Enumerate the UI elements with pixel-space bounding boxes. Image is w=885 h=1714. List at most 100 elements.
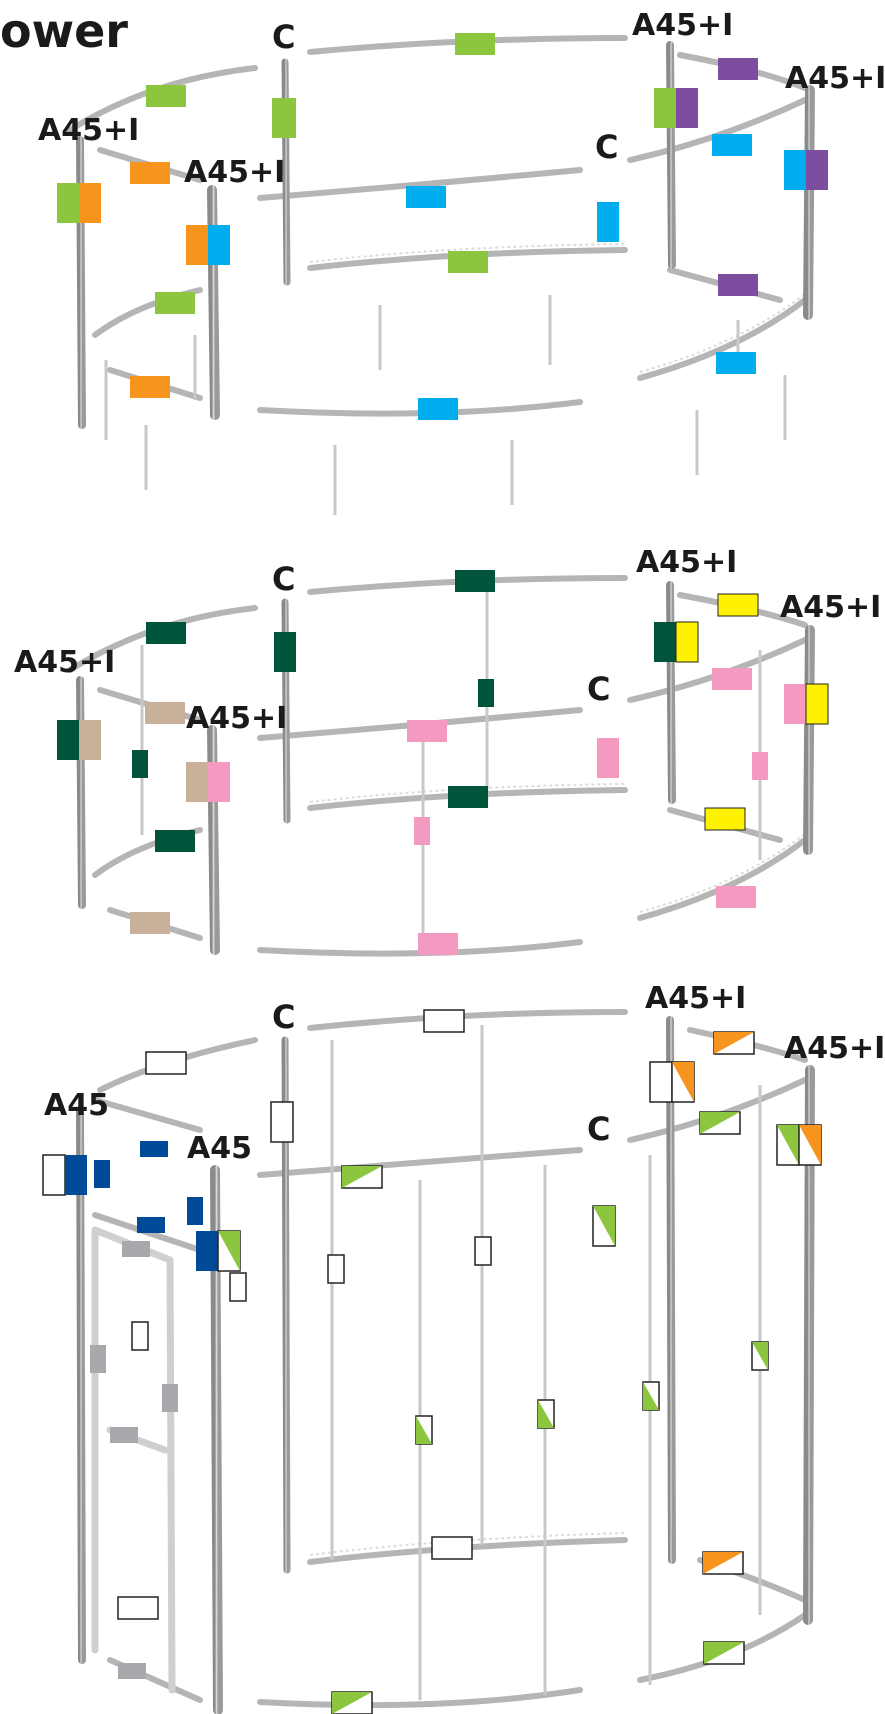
patch-orange — [79, 183, 101, 223]
label-a45i: A45+I — [186, 701, 287, 736]
label-a45i: A45+I — [14, 645, 115, 680]
label-c: C — [272, 560, 295, 598]
patch-blue — [712, 134, 752, 156]
panel-1-patches — [57, 33, 828, 420]
patch-blue — [597, 202, 619, 242]
patch-green — [654, 88, 676, 128]
patch-empty — [270, 1101, 294, 1143]
triangle-green — [700, 1112, 740, 1134]
label-a45: A45 — [44, 1088, 109, 1123]
patch-dark-green — [146, 622, 186, 644]
patch-green — [448, 251, 488, 273]
label-a45i: A45+I — [785, 61, 885, 96]
patch-navy — [137, 1217, 165, 1233]
patch-empty — [649, 1061, 673, 1103]
label-a45i: A45+I — [645, 981, 746, 1016]
patch-gray — [162, 1384, 178, 1412]
label-a45i: A45+I — [632, 8, 733, 43]
triangle-green — [342, 1166, 382, 1188]
patch-pink — [716, 886, 756, 908]
patch-empty — [327, 1254, 345, 1284]
label-c: C — [272, 18, 295, 56]
triangle-orange — [672, 1062, 694, 1102]
patch-orange — [130, 162, 170, 184]
patch-purple — [806, 150, 828, 190]
patch-orange — [130, 376, 170, 398]
label-a45: A45 — [187, 1131, 252, 1166]
patch-empty — [117, 1596, 159, 1620]
triangle-green — [752, 1342, 768, 1370]
triangle-orange — [703, 1552, 743, 1574]
patch-green — [146, 85, 186, 107]
panel-3-patches — [42, 1009, 822, 1714]
patch-yellow — [805, 683, 829, 725]
patch-navy — [140, 1141, 168, 1157]
patch-empty — [474, 1236, 492, 1266]
patch-pink — [407, 720, 447, 742]
patch-empty — [431, 1536, 473, 1560]
patch-dark-green — [274, 632, 296, 672]
patch-pink — [784, 684, 806, 724]
patch-dark-green — [654, 622, 676, 662]
patch-green — [272, 98, 296, 138]
patch-pink — [414, 817, 430, 845]
patch-pink — [597, 738, 619, 778]
patch-blue — [784, 150, 806, 190]
patch-gray — [110, 1427, 138, 1443]
patch-empty — [42, 1154, 66, 1196]
patch-navy — [196, 1231, 218, 1271]
patch-yellow — [717, 593, 759, 617]
patch-tan — [79, 720, 101, 760]
label-c: C — [272, 998, 295, 1036]
triangle-green — [332, 1692, 372, 1714]
patch-purple — [718, 274, 758, 296]
patch-pink — [208, 762, 230, 802]
triangle-orange — [799, 1125, 821, 1165]
triangle-green — [416, 1416, 432, 1444]
patch-orange — [186, 225, 208, 265]
patch-dark-green — [455, 570, 495, 592]
patch-green — [455, 33, 495, 55]
patch-empty — [229, 1272, 247, 1302]
patch-empty — [131, 1321, 149, 1351]
panel-1: C A45+I A45+I A45+I A45+I C — [38, 8, 885, 515]
triangle-green — [218, 1231, 240, 1271]
patch-pink — [712, 668, 752, 690]
patch-green — [57, 183, 79, 223]
label-a45i: A45+I — [636, 545, 737, 580]
diagram-title: ower — [0, 4, 128, 58]
patch-empty — [145, 1051, 187, 1075]
triangle-green — [643, 1382, 659, 1410]
patch-blue — [716, 352, 756, 374]
patch-pink — [752, 752, 768, 780]
patch-purple — [718, 58, 758, 80]
patch-dark-green — [478, 679, 494, 707]
patch-blue — [418, 398, 458, 420]
label-a45i: A45+I — [38, 113, 139, 148]
patch-pink — [418, 933, 458, 955]
triangle-green — [593, 1206, 615, 1246]
patch-navy — [187, 1197, 203, 1225]
patch-navy — [65, 1155, 87, 1195]
patch-navy — [94, 1160, 110, 1188]
patch-empty — [423, 1009, 465, 1033]
label-a45i: A45+I — [784, 1031, 885, 1066]
patch-tan — [145, 702, 185, 724]
patch-yellow — [675, 621, 699, 663]
triangle-orange — [714, 1032, 754, 1054]
panel-2-patches — [57, 570, 829, 955]
patch-gray — [118, 1663, 146, 1679]
label-a45i: A45+I — [780, 590, 881, 625]
triangle-green — [704, 1642, 744, 1664]
triangle-green — [777, 1125, 799, 1165]
triangle-green — [538, 1400, 554, 1428]
patch-dark-green — [132, 750, 148, 778]
patch-blue — [406, 186, 446, 208]
patch-gray — [90, 1345, 106, 1373]
patch-dark-green — [57, 720, 79, 760]
patch-tan — [130, 912, 170, 934]
patch-purple — [676, 88, 698, 128]
patch-gray — [122, 1241, 150, 1257]
